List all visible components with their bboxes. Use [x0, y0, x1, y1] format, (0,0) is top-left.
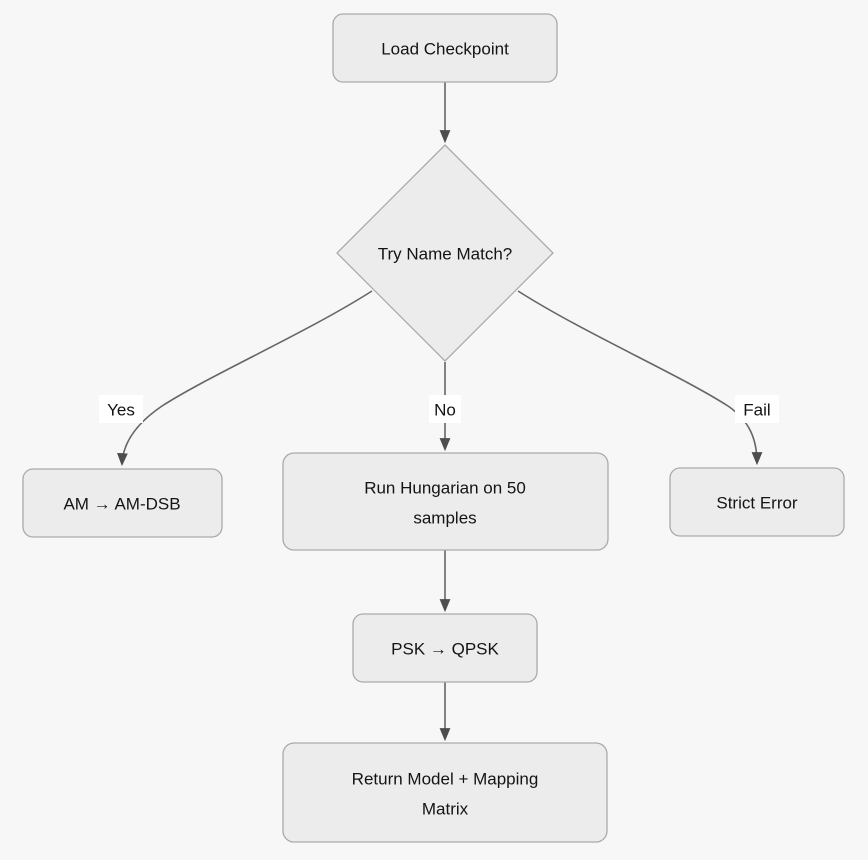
node-return-model-label-line2: Matrix — [422, 800, 469, 819]
node-return-model-label-line1: Return Model + Mapping — [352, 770, 539, 789]
node-return-model: Return Model + Mapping Matrix — [282, 742, 608, 843]
node-return-model-shape — [282, 742, 608, 843]
edge-label-yes-text: Yes — [107, 401, 135, 420]
node-strict-error: Strict Error — [669, 467, 845, 537]
edge-label-fail-text: Fail — [743, 401, 770, 420]
edge-decision-to-am-yes — [117, 290, 373, 467]
node-psk-to-qpsk-shape — [352, 613, 538, 683]
edge-label-fail: Fail — [735, 395, 779, 423]
node-psk-to-qpsk-label: PSK → QPSK — [391, 640, 499, 659]
node-try-name-match-shape — [336, 144, 554, 362]
edge-decision-to-strict-fail — [517, 290, 763, 466]
node-psk-to-qpsk: PSK → QPSK — [352, 613, 538, 683]
node-load-checkpoint-shape — [332, 13, 558, 83]
node-try-name-match: Try Name Match? — [336, 144, 554, 362]
edge-label-yes: Yes — [99, 395, 143, 423]
node-am-to-am-dsb: AM → AM-DSB — [22, 468, 223, 538]
node-try-name-match-label: Try Name Match? — [378, 245, 512, 264]
edge-label-yes-bg — [99, 395, 143, 423]
node-strict-error-shape — [669, 467, 845, 537]
edge-label-no: No — [429, 395, 461, 423]
edge-label-no-text: No — [434, 401, 456, 420]
node-run-hungarian-shape — [282, 452, 609, 551]
node-am-to-am-dsb-shape — [22, 468, 223, 538]
node-load-checkpoint-label: Load Checkpoint — [381, 40, 509, 59]
edge-label-no-bg — [429, 395, 461, 423]
node-run-hungarian-label-line1: Run Hungarian on 50 — [364, 479, 526, 498]
node-run-hungarian-label-line2: samples — [413, 509, 476, 528]
node-am-to-am-dsb-label: AM → AM-DSB — [63, 495, 180, 514]
edge-group — [117, 82, 763, 742]
edge-label-fail-bg — [735, 395, 779, 423]
node-strict-error-label: Strict Error — [716, 494, 798, 513]
node-run-hungarian: Run Hungarian on 50 samples — [282, 452, 609, 551]
node-load-checkpoint: Load Checkpoint — [332, 13, 558, 83]
